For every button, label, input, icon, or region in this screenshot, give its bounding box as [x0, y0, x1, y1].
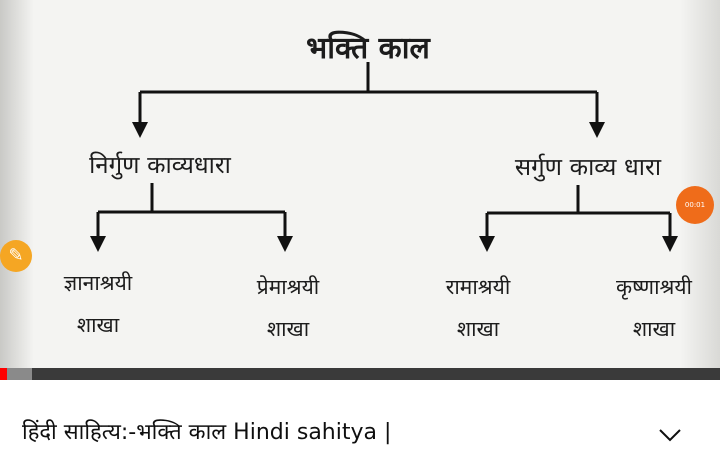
expand-description-button[interactable]	[652, 420, 688, 450]
branch-label-nirgun: निर्गुण काव्यधारा	[89, 151, 231, 179]
arrow-head	[90, 236, 106, 252]
leaf-line2: शाखा	[76, 313, 120, 337]
video-info-bar: हिंदी साहित्य:-भक्ति काल Hindi sahitya |	[0, 380, 720, 462]
leaf-line1: ज्ञानाश्रयी	[63, 271, 133, 295]
arrow-head	[277, 236, 293, 252]
timer-badge: 00:01	[676, 186, 714, 224]
chevron-down-icon	[659, 429, 681, 442]
tree-diagram	[90, 62, 678, 252]
leaf-line1: प्रेमाश्रयी	[256, 275, 320, 299]
leaf-line2: शाखा	[456, 317, 500, 341]
leaf-label: कृष्णाश्रयी शाखा	[616, 266, 692, 350]
leaf-line2: शाखा	[632, 317, 676, 341]
leaf-label: रामाश्रयी शाखा	[446, 266, 511, 350]
leaf-line1: कृष्णाश्रयी	[616, 275, 692, 299]
frame-edge-shadow	[0, 0, 34, 380]
leaf-line1: रामाश्रयी	[445, 275, 511, 299]
arrow-head	[132, 122, 148, 138]
video-player[interactable]: भक्ति काल निर्गुण काव्यधारा सर्गुण काव्य…	[0, 0, 720, 380]
leaf-label: प्रेमाश्रयी शाखा	[257, 266, 319, 350]
arrow-head	[479, 236, 495, 252]
branch-label-sagun: सर्गुण काव्य धारा	[514, 153, 662, 181]
arrow-head	[589, 122, 605, 138]
progress-buffered	[0, 368, 33, 380]
pencil-icon[interactable]: ✎	[0, 240, 32, 272]
progress-played	[0, 368, 8, 380]
leaf-line2: शाखा	[266, 317, 310, 341]
arrow-head	[662, 236, 678, 252]
video-progress-bar[interactable]	[0, 368, 720, 380]
leaf-label: ज्ञानाश्रयी शाखा	[64, 262, 132, 346]
video-title[interactable]: हिंदी साहित्य:-भक्ति काल Hindi sahitya |	[22, 420, 392, 445]
diagram-root-label: भक्ति काल	[306, 31, 430, 66]
